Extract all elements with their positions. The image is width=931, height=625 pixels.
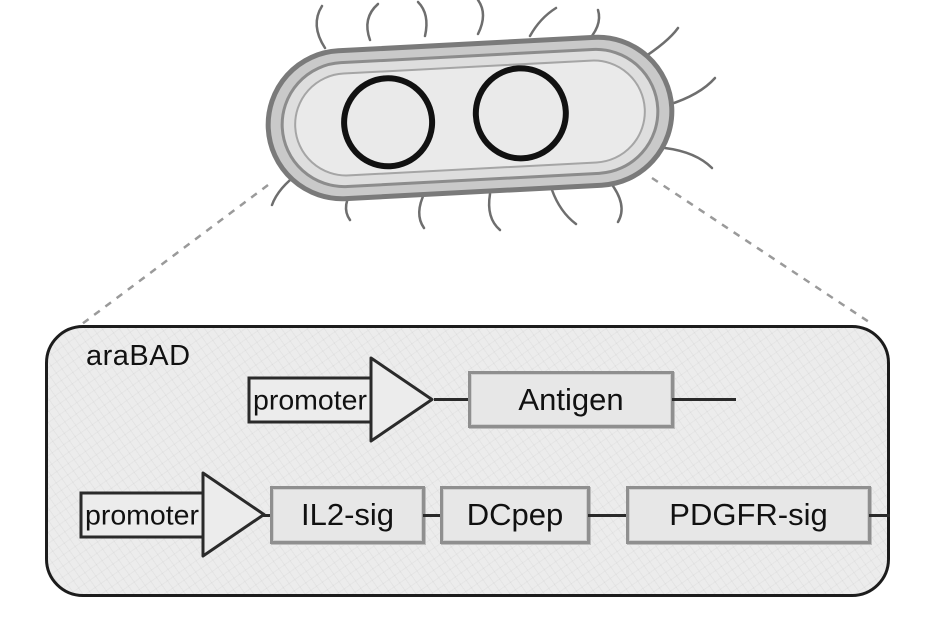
plasmid-circle-left [341, 75, 436, 170]
promoter-arrowhead [369, 356, 434, 443]
connector-line [262, 514, 272, 517]
gene-box-il2sig: IL2-sig [270, 486, 425, 544]
promoter-arrowhead [201, 471, 266, 558]
promoter-arrow-row1: promoter [247, 356, 434, 443]
connector-line [869, 514, 890, 517]
connector-line [672, 398, 736, 401]
gene-box-antigen: Antigen [468, 371, 674, 428]
promoter-arrow-row2: promoter [79, 471, 266, 558]
connector-line [588, 514, 628, 517]
gene-label-il2sig: IL2-sig [300, 497, 395, 532]
promoter-label-row2: promoter [85, 500, 199, 531]
connector-line [434, 398, 470, 401]
plasmid-circle-right [472, 65, 569, 162]
gene-label-pdgfrsig: PDGFR-sig [669, 497, 828, 532]
zoom-line-left [81, 183, 269, 326]
connector-line [423, 514, 442, 517]
gene-label-antigen: Antigen [518, 381, 624, 417]
gene-box-dcpep: DCpep [440, 486, 590, 544]
gene-label-dcpep: DCpep [466, 497, 564, 532]
arabad-label: araBAD [86, 340, 191, 372]
construct-box: araBAD promoter Antigen promoter IL2-sig… [45, 325, 890, 597]
gene-box-pdgfrsig: PDGFR-sig [626, 486, 871, 544]
bacterium-cell [265, 34, 675, 202]
promoter-label-row1: promoter [253, 385, 367, 416]
promoter-body [247, 376, 373, 424]
zoom-line-right [651, 176, 873, 326]
